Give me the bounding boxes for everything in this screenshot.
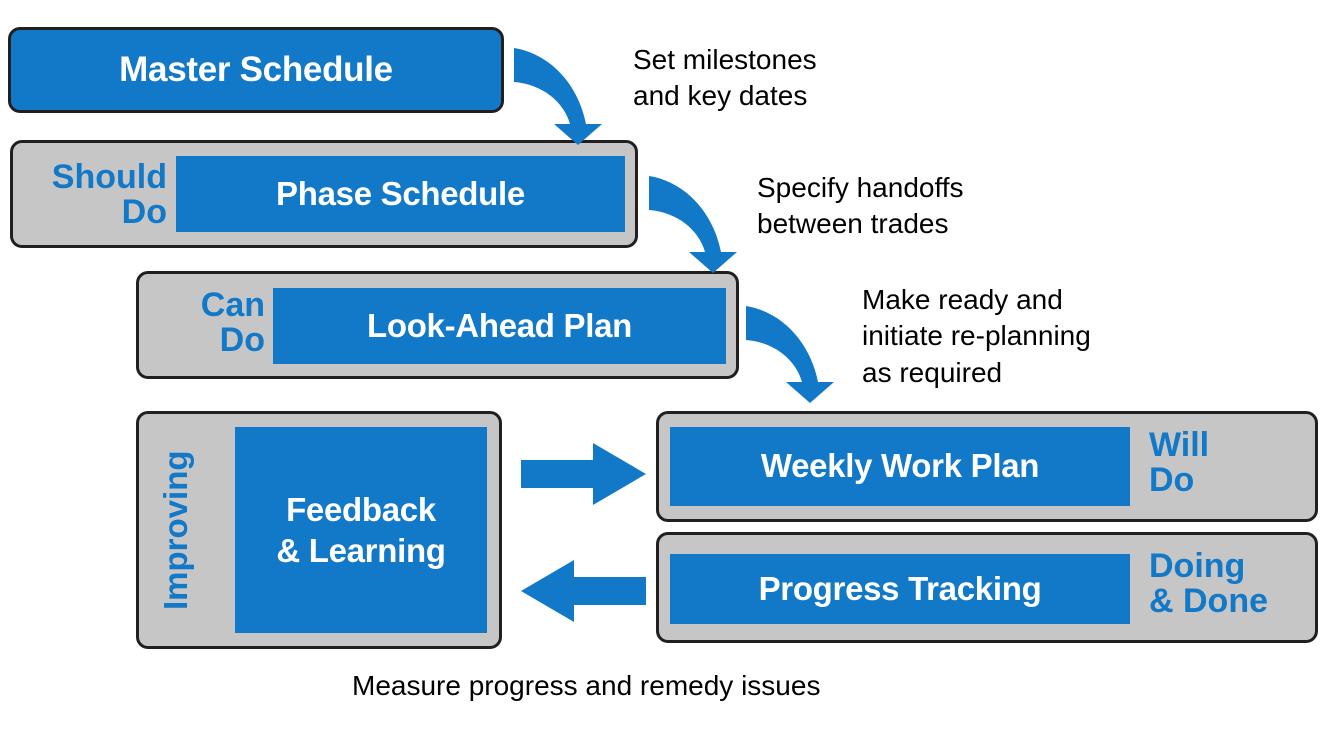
node-feedback-learning-bar[interactable]: Feedback & Learning	[235, 427, 487, 633]
node-progress-tracking-bar[interactable]: Progress Tracking	[670, 554, 1130, 624]
node-look-ahead-plan-label: Look-Ahead Plan	[366, 306, 633, 344]
node-progress-tracking[interactable]: Progress Tracking Doing & Done	[656, 532, 1318, 643]
node-phase-schedule-label: Phase Schedule	[276, 174, 525, 212]
node-weekly-work-plan-side-label: Will Do	[1149, 426, 1210, 499]
caption-measure-progress: Measure progress and remedy issues	[352, 670, 821, 701]
arrow-progress-to-feedback-icon	[521, 560, 646, 622]
caption-specify-handoffs: Specify handoffs between trades	[757, 172, 964, 240]
node-weekly-work-plan-label: Weekly Work Plan	[760, 447, 1040, 485]
arrow-lookahead-to-weekly-icon	[746, 306, 834, 403]
node-feedback-learning-label: Feedback & Learning	[276, 490, 446, 569]
caption-make-ready: Make ready and initiate re-planning as r…	[862, 284, 1091, 388]
node-feedback-learning[interactable]: Improving Feedback & Learning	[136, 411, 502, 649]
node-master-schedule[interactable]: Master Schedule	[8, 27, 504, 113]
arrow-phase-to-lookahead-icon	[649, 176, 737, 273]
node-master-schedule-label: Master Schedule	[119, 50, 393, 90]
arrow-feedback-to-weekly-icon	[521, 443, 646, 505]
node-weekly-work-plan[interactable]: Weekly Work Plan Will Do	[656, 411, 1318, 522]
arrow-master-to-phase-icon	[514, 48, 602, 145]
node-weekly-work-plan-bar[interactable]: Weekly Work Plan	[670, 427, 1130, 506]
node-phase-schedule[interactable]: Should Do Phase Schedule	[10, 140, 638, 248]
node-look-ahead-plan[interactable]: Can Do Look-Ahead Plan	[136, 271, 739, 379]
node-progress-tracking-label: Progress Tracking	[758, 569, 1042, 607]
node-progress-tracking-side-label: Doing & Done	[1149, 547, 1268, 620]
node-phase-schedule-side-label: Should Do	[51, 158, 167, 231]
node-look-ahead-plan-side-label: Can Do	[200, 286, 265, 359]
node-phase-schedule-bar[interactable]: Phase Schedule	[176, 156, 625, 232]
caption-set-milestones: Set milestones and key dates	[633, 44, 817, 112]
node-feedback-learning-side-label: Improving	[157, 450, 195, 610]
node-look-ahead-plan-bar[interactable]: Look-Ahead Plan	[273, 288, 726, 364]
